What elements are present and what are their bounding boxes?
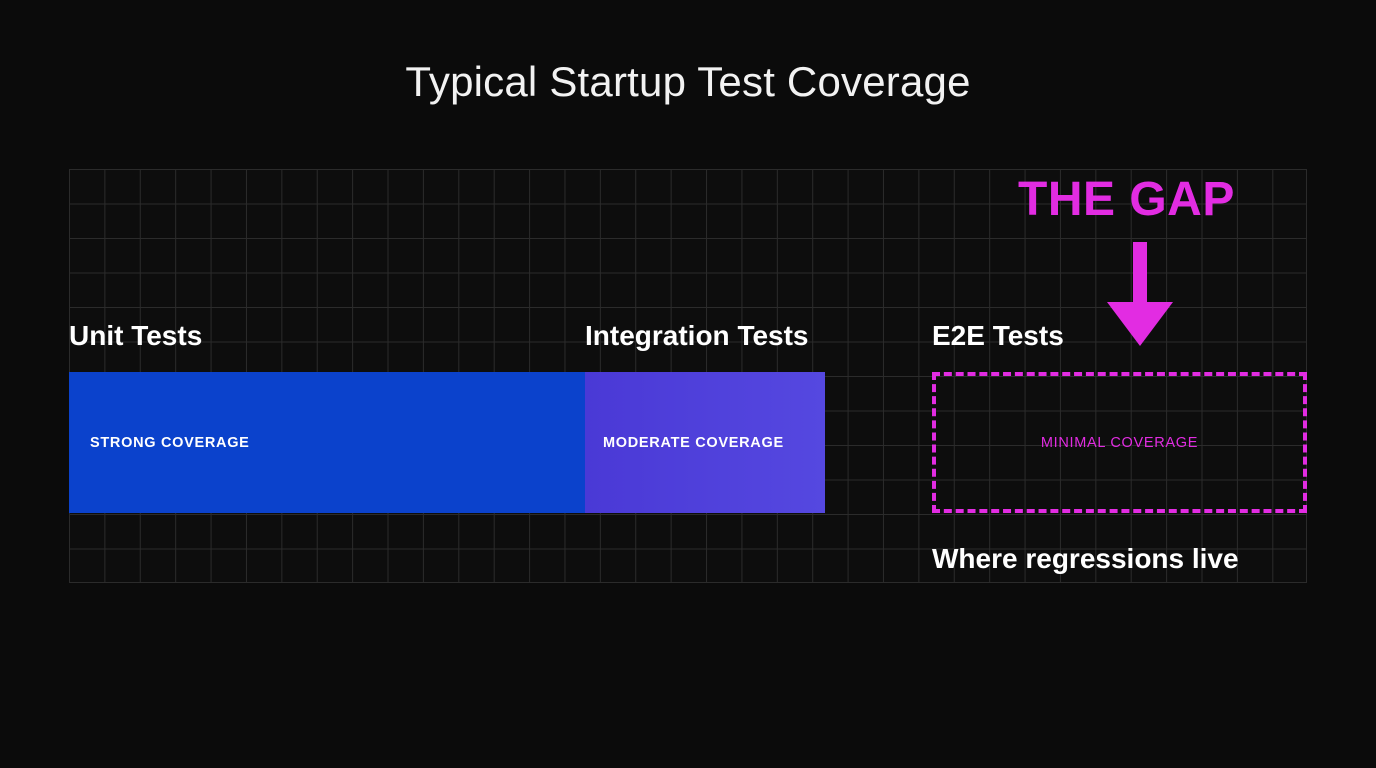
category-label-integration-tests: Integration Tests <box>585 320 809 351</box>
gap-annotation-caption: Where regressions live <box>932 543 1239 574</box>
bar-segment-unit-tests: STRONG COVERAGE <box>69 372 585 513</box>
bar-segment-e2e-tests-gap-box: MINIMAL COVERAGE <box>932 372 1307 513</box>
category-label-unit-tests: Unit Tests <box>69 320 203 351</box>
gap-annotation-title: THE GAP <box>1018 173 1235 226</box>
page-title: Typical Startup Test Coverage <box>405 58 971 105</box>
bar-segment-label-e2e-tests: MINIMAL COVERAGE <box>1040 434 1199 451</box>
down-arrow-icon <box>1107 242 1173 346</box>
bar-segment-integration-tests: MODERATE COVERAGE <box>585 372 825 513</box>
bar-segment-label-integration-tests: MODERATE COVERAGE <box>603 434 784 451</box>
category-label-e2e-tests: E2E Tests <box>932 320 1064 351</box>
bar-segment-label-unit-tests: STRONG COVERAGE <box>90 434 250 451</box>
stacked-bar-track: STRONG COVERAGE MODERATE COVERAGE <box>69 372 1307 513</box>
